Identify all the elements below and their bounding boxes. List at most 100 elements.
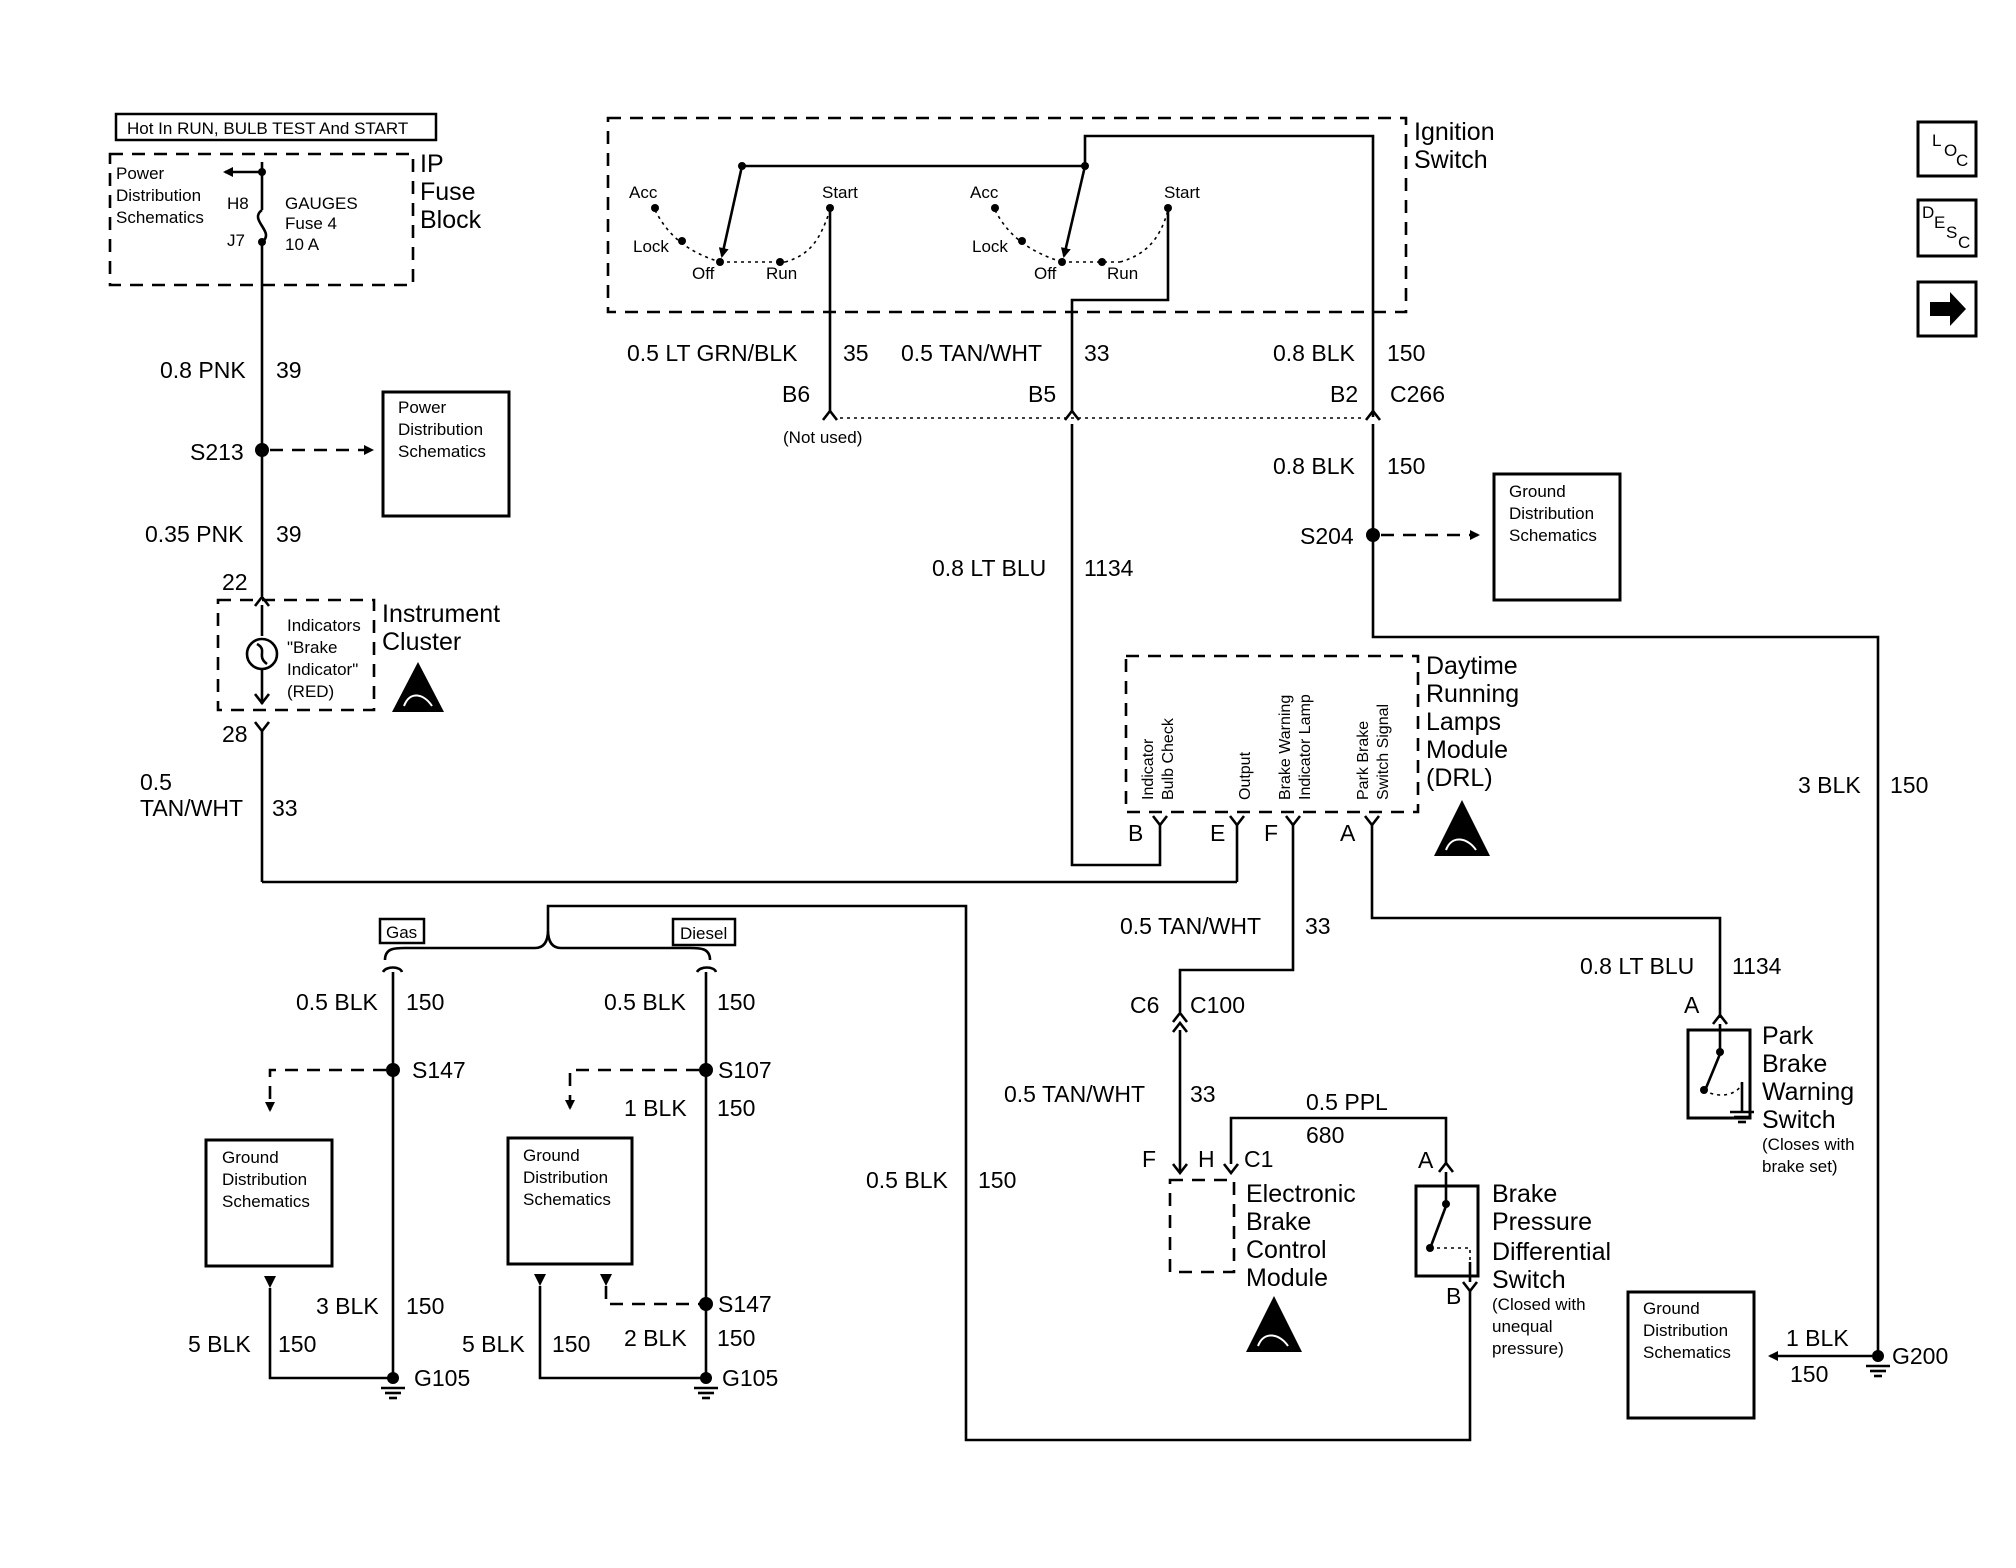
svg-text:Differential: Differential (1492, 1238, 1611, 1266)
svg-text:Switch: Switch (1762, 1106, 1836, 1134)
wire-lt-blu-park: 0.8 LT BLU (1580, 953, 1694, 979)
circuit-33-f: 33 (1305, 913, 1331, 939)
svg-text:Running: Running (1426, 680, 1519, 708)
bpds-note: (Closed with unequal pressure) (1492, 1295, 1586, 1358)
svg-text:Control: Control (1246, 1236, 1327, 1264)
wire-3-blk-gas: 3 BLK (316, 1293, 379, 1319)
circuit-33-a: 33 (272, 795, 298, 821)
gas-diesel-brace (383, 929, 712, 961)
circuit-33-ign: 33 (1084, 340, 1110, 366)
instrument-cluster-outline (216, 598, 376, 712)
circuit-150-2blk: 150 (717, 1325, 755, 1351)
wire-0-5-label: 0.5 (140, 769, 172, 795)
svg-text:Indicator: Indicator (1140, 738, 1157, 800)
pin-28: 28 (222, 721, 248, 747)
ground-dist-ref-diesel: Ground Distribution Schematics (506, 1136, 634, 1266)
g200-label: G200 (1892, 1343, 1948, 1369)
hot-in-run-label: Hot In RUN, BULB TEST And START (114, 112, 438, 142)
svg-text:Distribution: Distribution (523, 1168, 608, 1187)
circuit-39-b: 39 (276, 521, 302, 547)
s147-label: S147 (412, 1057, 466, 1083)
loc-button[interactable]: L O C (1916, 120, 1978, 178)
svg-text:Instrument: Instrument (382, 600, 500, 628)
circuit-150-5blk-gas: 150 (278, 1331, 316, 1357)
svg-text:Pressure: Pressure (1492, 1208, 1592, 1236)
svg-text:D: D (1922, 203, 1934, 222)
svg-text:Indicator Lamp: Indicator Lamp (1297, 694, 1314, 800)
sw1-run: Run (766, 264, 797, 283)
svg-text:IP: IP (420, 150, 444, 178)
sw1-lock: Lock (633, 237, 669, 256)
wire-5-blk-gas: 5 BLK (188, 1331, 251, 1357)
circuit-150-b: 150 (1387, 453, 1425, 479)
circuit-150-g200: 150 (1790, 1361, 1828, 1387)
ip-fuse-block-title: IP Fuse Block (420, 150, 482, 234)
drl-pin-a: A (1340, 820, 1356, 846)
circuit-150-long: 150 (978, 1167, 1016, 1193)
circuit-150-3blk: 150 (406, 1293, 444, 1319)
drl-title: Daytime Running Lamps Module (DRL) (1426, 652, 1519, 792)
svg-text:Switch: Switch (1492, 1266, 1566, 1294)
svg-text:Ignition: Ignition (1414, 118, 1495, 146)
ground-dist-ref-s204: Ground Distribution Schematics (1492, 472, 1622, 602)
svg-text:Daytime: Daytime (1426, 652, 1518, 680)
svg-text:Module: Module (1246, 1264, 1328, 1292)
circuit-150-1blk: 150 (717, 1095, 755, 1121)
svg-text:Park: Park (1762, 1022, 1814, 1050)
circuit-33-c100: 33 (1190, 1081, 1216, 1107)
right-arrow-icon (1930, 292, 1966, 326)
svg-text:(DRL): (DRL) (1426, 764, 1493, 792)
pin-22: 22 (222, 569, 248, 595)
svg-text:Distribution: Distribution (222, 1170, 307, 1189)
j7-label: J7 (227, 231, 245, 250)
svg-text:Module: Module (1426, 736, 1508, 764)
svg-text:Brake: Brake (1762, 1050, 1827, 1078)
gas-pin (381, 966, 404, 973)
wire-3-blk-r: 3 BLK (1798, 772, 1861, 798)
svg-text:(Closes with: (Closes with (1762, 1135, 1855, 1154)
svg-text:Brake: Brake (1492, 1180, 1557, 1208)
splice-s147 (386, 1063, 400, 1077)
diesel-pin (695, 966, 718, 973)
pin-b2: B2 (1330, 381, 1358, 407)
svg-text:Output: Output (1237, 751, 1254, 800)
g105-label-diesel: G105 (722, 1365, 778, 1391)
svg-text:Ground: Ground (222, 1148, 279, 1167)
svg-text:S: S (1946, 223, 1957, 242)
sw1-off: Off (692, 264, 715, 283)
svg-text:E: E (1934, 213, 1945, 232)
svg-text:Brake: Brake (1246, 1208, 1311, 1236)
svg-text:Ground: Ground (1509, 482, 1566, 501)
svg-text:brake set): brake set) (1762, 1157, 1838, 1176)
ground-dist-ref-gas: Ground Distribution Schematics (204, 1138, 334, 1268)
svg-text:Distribution: Distribution (398, 420, 483, 439)
svg-text:Distribution: Distribution (1509, 504, 1594, 523)
svg-text:Fuse 4: Fuse 4 (285, 214, 337, 233)
esd-warning-icon-ebcm (1246, 1296, 1302, 1352)
sw2-off: Off (1034, 264, 1057, 283)
svg-text:O: O (1944, 141, 1957, 160)
wire-5-blk-dsl: 5 BLK (462, 1331, 525, 1357)
h8-label: H8 (227, 194, 249, 213)
splice-s147-diesel (699, 1297, 713, 1311)
drl-module-outline (1124, 654, 1420, 814)
circuit-150-r: 150 (1890, 772, 1928, 798)
svg-text:Schematics: Schematics (1643, 1343, 1731, 1362)
circuit-35: 35 (843, 340, 869, 366)
s147-label-diesel: S147 (718, 1291, 772, 1317)
s107-label: S107 (718, 1057, 772, 1083)
desc-button[interactable]: D E S C (1916, 198, 1978, 258)
svg-text:Switch: Switch (1414, 146, 1488, 174)
splice-s107 (699, 1063, 713, 1077)
svg-text:Power: Power (398, 398, 447, 417)
circuit-150-dsl: 150 (717, 989, 755, 1015)
splice-s213 (255, 443, 269, 457)
sw1-start: Start (822, 183, 858, 202)
next-page-button[interactable] (1916, 280, 1978, 338)
svg-text:10 A: 10 A (285, 235, 320, 254)
svg-text:Schematics: Schematics (523, 1190, 611, 1209)
svg-text:Schematics: Schematics (398, 442, 486, 461)
svg-text:Fuse: Fuse (420, 178, 476, 206)
ignition-switch-outline (606, 116, 1408, 314)
